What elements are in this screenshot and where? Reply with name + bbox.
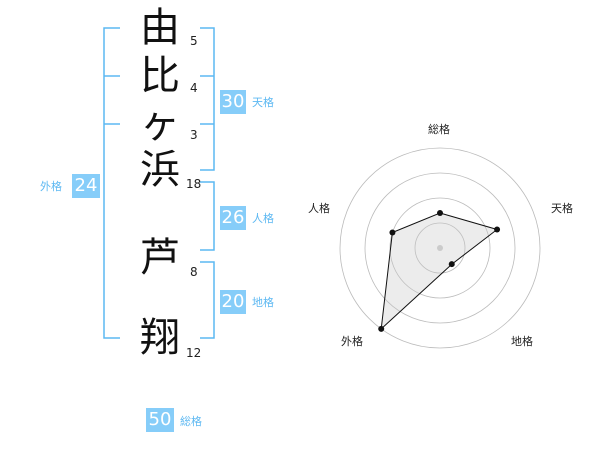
jinkaku-value-badge: 26	[220, 206, 246, 230]
soukaku-value-badge: 50	[146, 408, 174, 432]
gaikaku-value-badge: 24	[72, 174, 100, 198]
radar-center-dot	[437, 245, 443, 251]
radar-point-2	[494, 226, 501, 233]
radar-label-soukaku: 総格	[428, 123, 450, 136]
jinkaku-bracket	[200, 181, 215, 251]
radar-label-chikaku: 地格	[511, 335, 533, 348]
name-char-3: ヶ	[140, 101, 180, 147]
stroke-count-5: 8	[190, 265, 198, 279]
gaikaku-label: 外格	[40, 180, 62, 193]
chikaku-label: 地格	[252, 296, 274, 309]
stroke-count-4: 18	[186, 177, 202, 191]
radar-ring-1	[414, 222, 466, 274]
name-char-2: 比	[140, 53, 180, 99]
jinkaku-label: 人格	[252, 212, 274, 225]
stroke-count-1: 5	[190, 34, 198, 48]
radar-point-3	[448, 261, 455, 268]
name-char-4: 浜	[140, 147, 180, 193]
name-char-6: 翔	[140, 315, 180, 361]
radar-label-jinkaku: 人格	[308, 202, 330, 215]
radar-label-tenkaku: 天格	[551, 202, 573, 215]
soukaku-label: 総格	[180, 415, 202, 428]
radar-point-1	[437, 210, 443, 216]
stroke-count-2: 4	[190, 81, 198, 95]
radar-point-5	[389, 229, 396, 236]
name-char-1: 由	[140, 5, 180, 51]
gaikaku-bracket	[103, 27, 120, 339]
chikaku-bracket	[200, 261, 215, 339]
tenkaku-value-badge: 30	[220, 90, 246, 114]
stroke-count-6: 12	[186, 346, 202, 360]
radar-point-4	[378, 325, 385, 332]
name-char-5: 芦	[140, 235, 180, 281]
radar-ring-4	[339, 147, 541, 349]
tenkaku-bracket	[200, 27, 215, 171]
radar-label-gaikaku: 外格	[341, 335, 363, 348]
tenkaku-label: 天格	[252, 96, 274, 109]
stroke-count-3: 3	[190, 128, 198, 142]
chikaku-value-badge: 20	[220, 290, 246, 314]
radar-ring-2	[389, 197, 491, 299]
radar-ring-3	[364, 172, 516, 324]
radar-series-polygon	[380, 212, 499, 331]
